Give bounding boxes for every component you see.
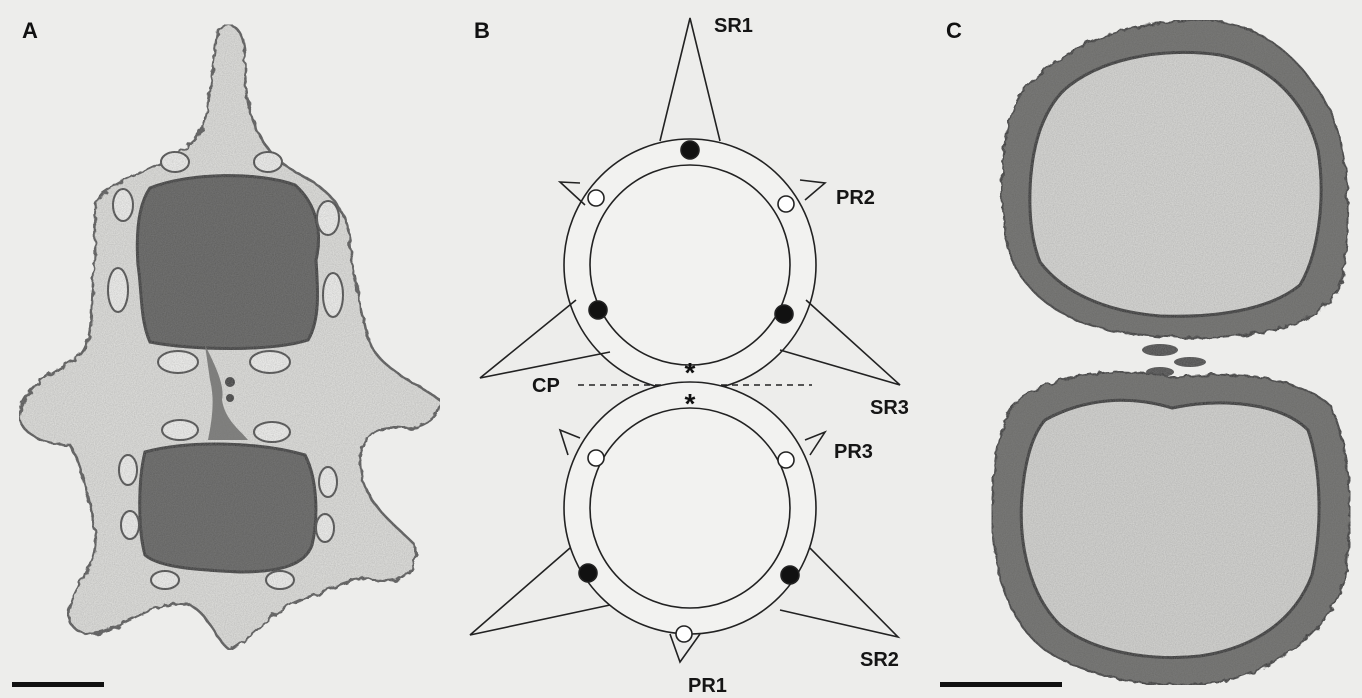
marker-filled-left-lower xyxy=(579,564,597,582)
scale-bar-a xyxy=(12,682,104,687)
label-cp: CP xyxy=(532,375,560,397)
panel-a-label: A xyxy=(22,18,38,43)
marker-filled-right-upper xyxy=(775,305,793,323)
marker-filled-top xyxy=(681,141,699,159)
panel-b: B * * xyxy=(470,15,909,697)
marker-open-bottom xyxy=(676,626,692,642)
spine-pr3 xyxy=(805,432,825,455)
panel-b-label: B xyxy=(474,18,490,43)
lower-cell-schematic: * xyxy=(470,382,898,662)
label-sr1: SR1 xyxy=(714,15,753,37)
scale-bar-c xyxy=(940,682,1062,687)
label-sr2: SR2 xyxy=(860,649,899,671)
marker-filled-right-lower xyxy=(781,566,799,584)
label-pr1: PR1 xyxy=(688,675,727,697)
label-pr3: PR3 xyxy=(834,441,873,463)
label-pr2: PR2 xyxy=(836,187,875,209)
marker-open-left-lower xyxy=(588,450,604,466)
panel-a: A xyxy=(12,18,440,687)
marker-open-right-upper xyxy=(778,196,794,212)
spine-sr1 xyxy=(660,18,720,141)
marker-open-right-lower xyxy=(778,452,794,468)
marker-open-left-upper xyxy=(588,190,604,206)
asterisk-lower: * xyxy=(685,388,696,419)
lower-cell-interior-c xyxy=(1021,400,1319,657)
lower-cell xyxy=(140,444,316,572)
upper-cell xyxy=(137,176,318,349)
marker-filled-left-upper xyxy=(589,301,607,319)
panel-c: C xyxy=(940,18,1350,687)
label-sr3: SR3 xyxy=(870,397,909,419)
micrograph-a xyxy=(19,25,440,650)
spine-left-upper xyxy=(560,182,585,205)
spine-pr2-upper xyxy=(800,180,825,200)
micrograph-c xyxy=(992,20,1350,685)
upper-cell-interior-c xyxy=(1030,53,1321,317)
panel-c-label: C xyxy=(946,18,962,43)
